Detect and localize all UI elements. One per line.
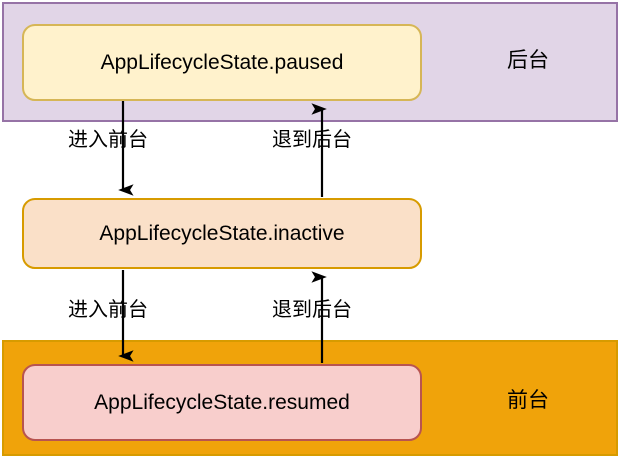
- state-node-inactive[interactable]: AppLifecycleState.inactive: [22, 198, 422, 269]
- swimlane-background-label: 后台: [507, 49, 549, 72]
- transition-label-inactive-to-resumed: 进入前台: [68, 299, 148, 321]
- transition-label-inactive-to-paused: 退到后台: [272, 129, 352, 151]
- swimlane-foreground-label: 前台: [507, 389, 549, 412]
- transition-label-paused-to-inactive: 进入前台: [68, 129, 148, 151]
- state-node-paused-label: AppLifecycleState.paused: [100, 50, 344, 74]
- state-node-inactive-label: AppLifecycleState.inactive: [99, 221, 345, 245]
- state-node-paused[interactable]: AppLifecycleState.paused: [22, 24, 422, 101]
- state-node-resumed[interactable]: AppLifecycleState.resumed: [22, 364, 422, 441]
- transition-label-resumed-to-inactive: 退到后台: [272, 299, 352, 321]
- state-node-resumed-label: AppLifecycleState.resumed: [94, 390, 350, 414]
